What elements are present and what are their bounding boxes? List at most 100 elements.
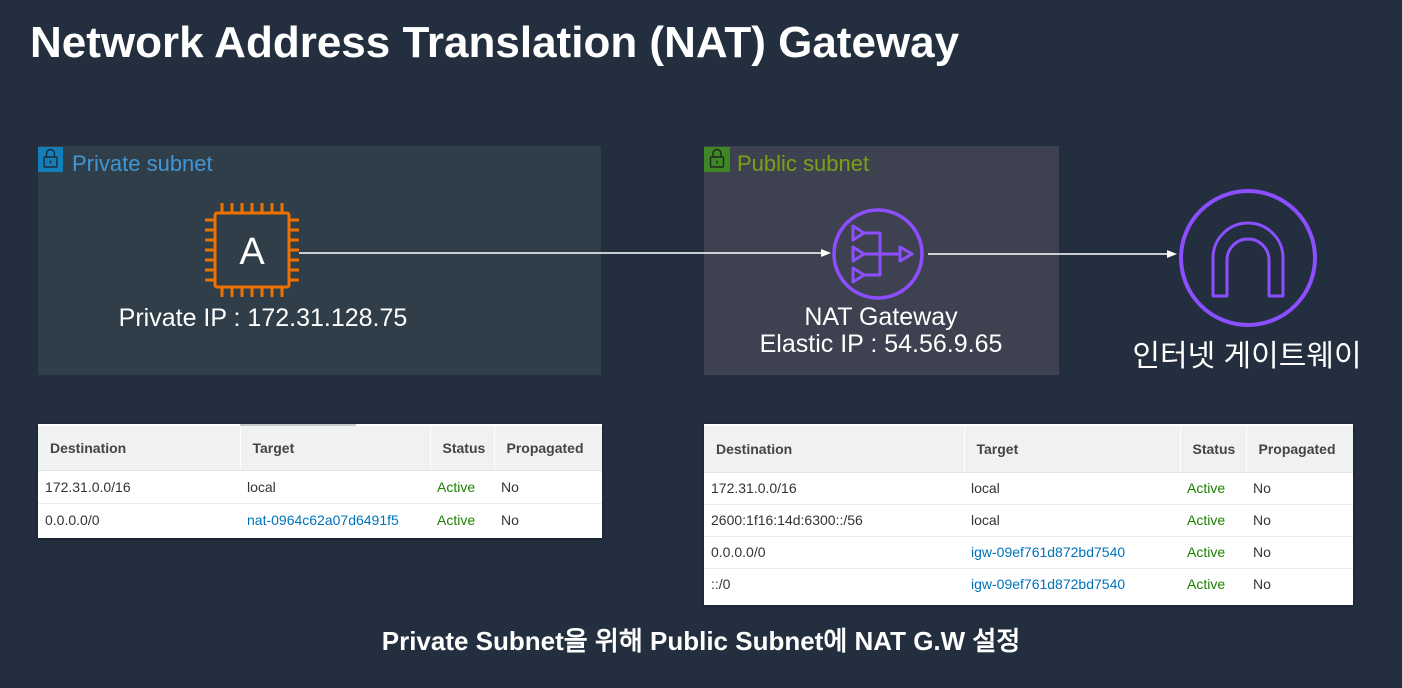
instance-label: A [239,231,265,273]
target-link[interactable]: igw-09ef761d872bd7540 [971,576,1126,593]
internet-gateway-label: 인터넷 게이트웨이 [1132,340,1362,373]
target-text: local [971,480,1000,496]
cell-status: Active [1180,472,1246,505]
column-header-destination: Destination [704,426,965,473]
destination-text: 2600:1f16:14d:6300::/56 [711,512,863,528]
nat-gateway-circle [832,208,924,300]
propagated-text: No [1253,576,1271,593]
cell-destination: 0.0.0.0/0 [704,536,964,569]
table-row: 0.0.0.0/0 nat-0964c62a07d6491f5 Active No [38,503,602,536]
public-subnet-label: Public subnet [737,151,870,176]
instance-private-ip: Private IP : 172.31.128.75 [118,304,408,332]
column-header-target: Target [964,426,1181,473]
nat-gateway-text: NAT Gateway Elastic IP : 54.56.9.65 [731,304,1031,358]
status-text: Active [1187,512,1226,528]
cell-propagated: No [494,503,602,536]
cell-target: local [240,470,430,504]
cell-destination: 172.31.0.0/16 [38,470,240,504]
cell-status: Active [1180,568,1246,600]
propagated-text: No [1253,480,1271,496]
table-row: ::/0 igw-09ef761d872bd7540 Active No [704,568,1353,600]
arrow-head-icon [821,249,831,257]
nat-input-triangles [851,224,866,284]
destination-text: 0.0.0.0/0 [45,511,100,528]
propagated-text: No [1253,544,1271,560]
status-text: Active [1187,480,1226,496]
cell-target: local [964,504,1180,537]
nat-gateway-name: NAT Gateway [804,303,958,331]
cell-propagated: No [494,470,602,504]
nat-output-triangle [898,245,914,263]
destination-text: ::/0 [711,576,731,593]
column-sort-indicator [240,424,356,426]
column-header-status: Status [1180,426,1247,473]
internet-gateway-icon [1179,189,1317,327]
cell-propagated: No [1246,504,1353,537]
status-text: Active [437,478,476,495]
target-link[interactable]: igw-09ef761d872bd7540 [971,544,1126,560]
cell-status: Active [430,503,494,536]
arrow-instance-to-nat [299,249,831,257]
private-subnet-lock-icon [38,147,63,172]
cell-target: local [964,472,1180,505]
table-row: 172.31.0.0/16 local Active No [38,470,602,504]
column-header-status: Status [430,426,495,471]
cell-destination: 172.31.0.0/16 [704,472,964,505]
cell-destination: ::/0 [704,568,964,600]
column-header-propagated: Propagated [494,426,602,471]
cell-target: nat-0964c62a07d6491f5 [240,503,430,536]
propagated-text: No [501,511,519,528]
destination-text: 172.31.0.0/16 [45,478,131,495]
column-header-target: Target [240,426,431,471]
cell-destination: 0.0.0.0/0 [38,503,240,536]
private-subnet-box [38,146,601,375]
cell-target: igw-09ef761d872bd7540 [964,568,1180,600]
cell-status: Active [1180,536,1246,569]
igw-arch [1211,221,1285,298]
igw-circle [1179,189,1317,327]
cell-status: Active [430,470,494,504]
cell-propagated: No [1246,568,1353,600]
ec2-instance-icon [205,203,299,297]
cell-status: Active [1180,504,1246,537]
nat-gateway-icon [832,208,924,300]
slide-title: Network Address Translation (NAT) Gatewa… [30,18,960,67]
column-header-destination: Destination [38,426,241,471]
cell-target: igw-09ef761d872bd7540 [964,536,1180,569]
status-text: Active [1187,544,1226,560]
target-text: local [971,512,1000,528]
destination-text: 0.0.0.0/0 [711,544,766,560]
cell-propagated: No [1246,536,1353,569]
table-row: 2600:1f16:14d:6300::/56 local Active No [704,504,1353,537]
destination-text: 172.31.0.0/16 [711,480,797,496]
private-subnet-label: Private subnet [72,151,213,176]
arrow-head-icon [1167,250,1177,258]
public-subnet-lock-icon [704,147,730,172]
cell-destination: 2600:1f16:14d:6300::/56 [704,504,964,537]
nat-merge-lines [862,231,902,277]
column-header-propagated: Propagated [1246,426,1353,473]
nat-gateway-elastic-ip: Elastic IP : 54.56.9.65 [759,330,1003,358]
target-link[interactable]: nat-0964c62a07d6491f5 [247,511,399,528]
arrow-nat-to-igw [928,250,1177,258]
status-text: Active [437,511,476,528]
cell-propagated: No [1246,472,1353,505]
target-text: local [247,478,276,495]
status-text: Active [1187,576,1226,593]
instance-chip-pins [205,203,299,297]
slide-caption: Private Subnet을 위해 Public Subnet에 NAT G.… [381,626,1021,656]
propagated-text: No [1253,512,1271,528]
table-row: 0.0.0.0/0 igw-09ef761d872bd7540 Active No [704,536,1353,569]
table-row: 172.31.0.0/16 local Active No [704,472,1353,505]
propagated-text: No [501,478,519,495]
